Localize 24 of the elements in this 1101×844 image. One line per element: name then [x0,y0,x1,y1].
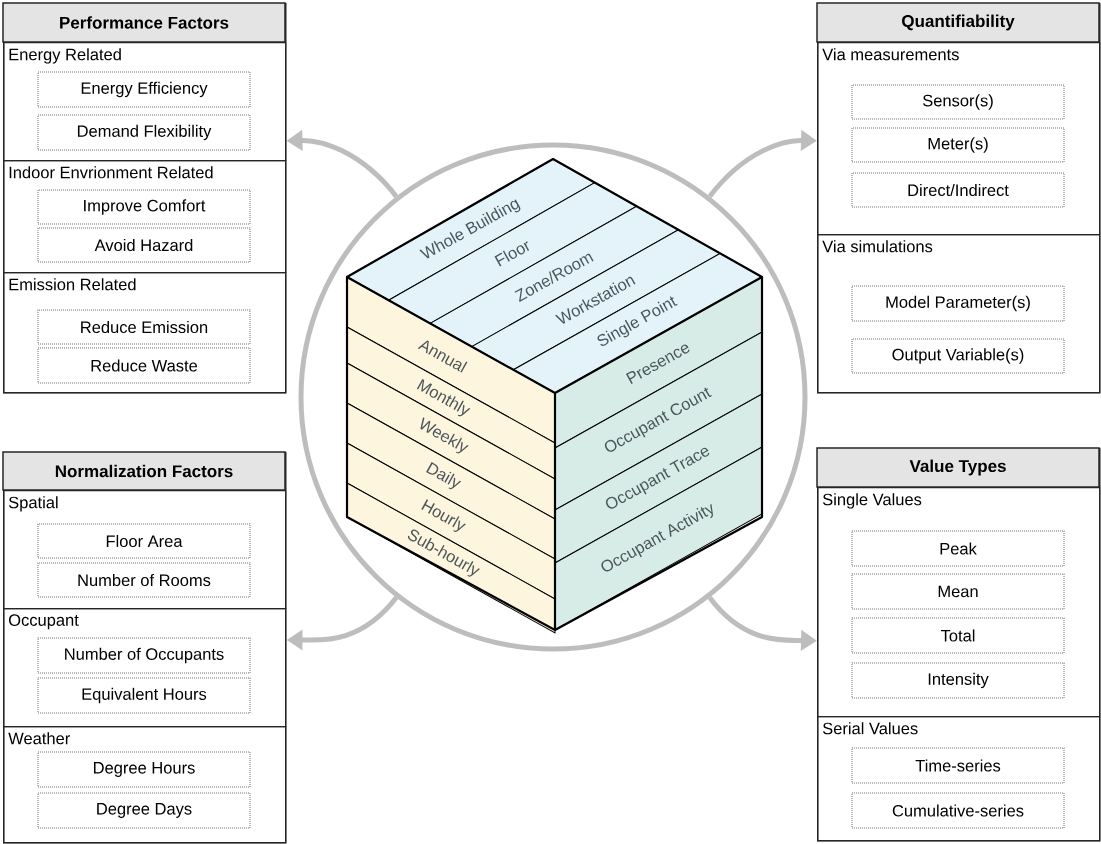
item-box: Equivalent Hours [37,677,251,714]
item-box: Peak [851,530,1065,567]
item-box: Meter(s) [851,127,1065,163]
item-box: Time-series [851,747,1065,784]
item-box: Sensor(s) [851,84,1065,120]
item-box: Floor Area [37,523,251,559]
item-box: Energy Efficiency [37,71,251,108]
item-box: Improve Comfort [37,189,251,225]
item-box: Degree Hours [37,751,251,788]
item-box: Cumulative-series [851,792,1065,829]
item-box: Direct/Indirect [851,172,1065,208]
item-box: Number of Occupants [37,637,251,674]
item-box: Output Variable(s) [851,338,1065,374]
item-box: Reduce Emission [37,309,251,345]
item-box: Model Parameter(s) [851,285,1065,322]
item-box: Degree Days [37,792,251,829]
item-box: Number of Rooms [37,562,251,598]
item-box: Intensity [851,662,1065,699]
item-box: Reduce Waste [37,347,251,384]
item-box: Avoid Hazard [37,227,251,263]
item-box: Total [851,617,1065,654]
ring [298,142,808,652]
item-box: Demand Flexibility [37,114,251,151]
item-box: Mean [851,573,1065,610]
